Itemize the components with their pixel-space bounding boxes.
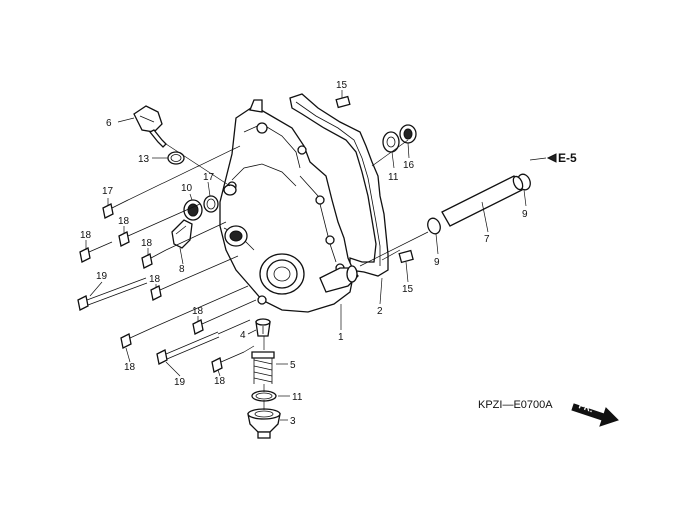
callout-5: 5 bbox=[290, 360, 296, 371]
section-ref-label: E-5 bbox=[558, 151, 577, 165]
bolt-18b-part bbox=[79, 241, 113, 263]
hose-clamp-9a-part bbox=[427, 217, 441, 235]
bolt-18d-part bbox=[120, 327, 153, 349]
o-ring-14-part bbox=[167, 151, 185, 165]
callout-19b: 19 bbox=[174, 377, 186, 388]
callout-2: 2 bbox=[377, 306, 383, 317]
callout-10: 10 bbox=[181, 183, 193, 194]
callout-9b: 9 bbox=[522, 209, 528, 220]
callout-15b: 15 bbox=[402, 284, 414, 295]
bracket-8-part bbox=[171, 219, 193, 249]
dipstick-part bbox=[133, 105, 167, 148]
bolt-17b-part bbox=[141, 249, 167, 269]
bolt-18e-part bbox=[211, 351, 245, 373]
callout-8: 8 bbox=[179, 264, 185, 275]
callout-14: 13 bbox=[138, 154, 150, 165]
callout-3: 3 bbox=[290, 416, 296, 427]
callout-17a: 17 bbox=[102, 186, 114, 197]
callout-18b: 18 bbox=[80, 230, 92, 241]
drain-plug-3-part bbox=[247, 408, 281, 439]
case-cover-part bbox=[219, 99, 359, 313]
bearing-11-part bbox=[382, 131, 400, 153]
bolt-17c-part bbox=[150, 281, 179, 301]
assembly-guide-lines bbox=[127, 139, 429, 410]
bolt-19b-part bbox=[156, 331, 220, 365]
callout-18c: 18 bbox=[192, 306, 204, 317]
callout-16: 16 bbox=[403, 160, 415, 171]
callout-6: 6 bbox=[106, 118, 112, 129]
callout-7: 7 bbox=[484, 234, 490, 245]
callout-18e: 18 bbox=[214, 376, 226, 387]
diagram-reference-code: KPZI—E0700A bbox=[478, 399, 553, 411]
strainer-4-part bbox=[255, 318, 271, 337]
bolt-18c-part bbox=[192, 315, 221, 335]
gasket-part bbox=[289, 93, 389, 277]
callout-19a: 19 bbox=[96, 271, 108, 282]
callout-18d: 18 bbox=[124, 362, 136, 373]
hose-7-part bbox=[441, 175, 524, 227]
dowel-pin-15b-part bbox=[398, 249, 414, 264]
bolt-17a-part bbox=[102, 199, 129, 219]
callout-9a: 9 bbox=[434, 257, 440, 268]
bolt-19a-part bbox=[77, 277, 148, 311]
spring-5-part bbox=[251, 351, 275, 384]
callout-12: 11 bbox=[292, 392, 303, 403]
callout-leaders bbox=[85, 90, 547, 421]
callout-15a: 15 bbox=[336, 80, 348, 91]
gasket-12-part bbox=[251, 390, 277, 402]
o-ring-13-part bbox=[203, 195, 219, 213]
callout-11: 11 bbox=[388, 172, 399, 183]
callout-17c: 18 bbox=[149, 274, 161, 285]
front-direction-label: FR. bbox=[578, 400, 595, 414]
front-direction-arrow: FR. bbox=[571, 400, 619, 427]
callout-18a: 18 bbox=[118, 216, 130, 227]
callout-1: 1 bbox=[338, 332, 344, 343]
dowel-pin-15a-part bbox=[335, 95, 351, 109]
callout-4: 4 bbox=[240, 330, 246, 341]
callout-13: 17 bbox=[203, 172, 215, 183]
section-ref-e5[interactable]: E-5 bbox=[546, 151, 577, 165]
callout-17b: 18 bbox=[141, 238, 153, 249]
